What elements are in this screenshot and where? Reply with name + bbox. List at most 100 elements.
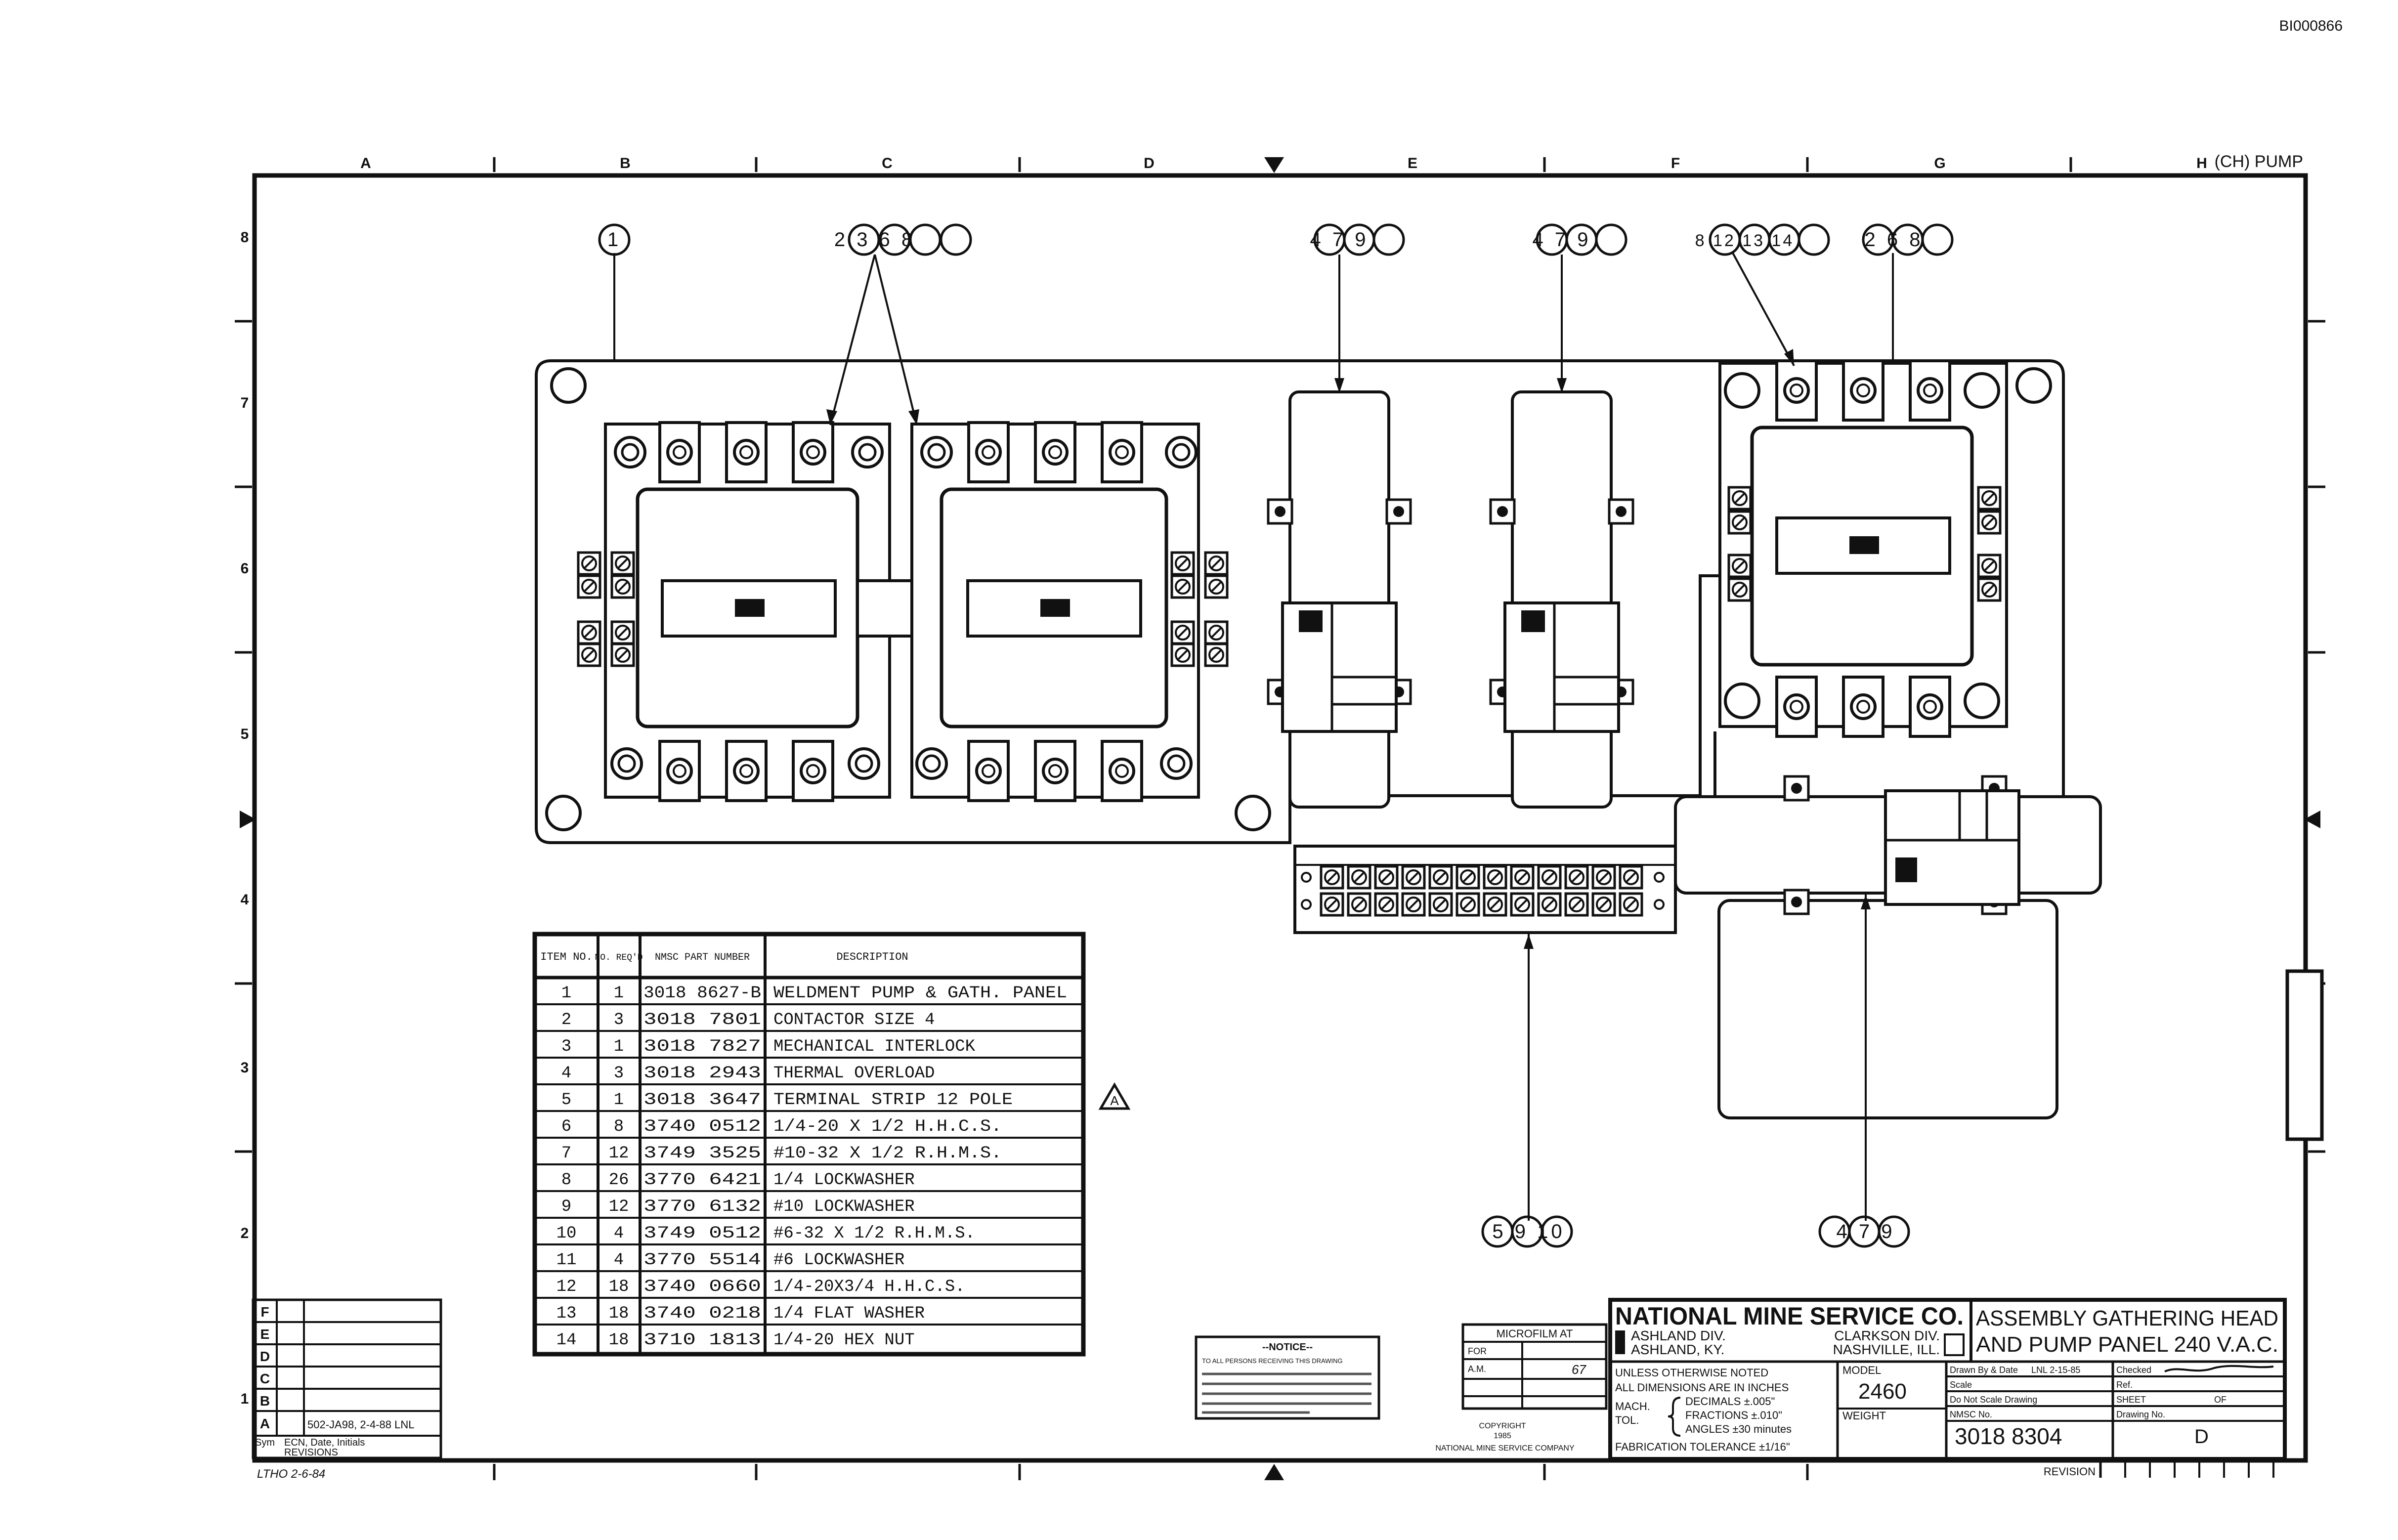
zone-row: 7 [241, 395, 249, 411]
bom-desc: #6 LOCKWASHER [773, 1251, 904, 1270]
copyright: COPYRIGHT 1985 NATIONAL MINE SERVICE COM… [1435, 1422, 1575, 1453]
bom-qty: 1 [614, 984, 624, 1003]
bom-header-desc: DESCRIPTION [836, 951, 908, 963]
bom-part: 3018 8627-B [643, 984, 761, 1003]
bom-part: 3770 6132 [643, 1198, 761, 1216]
center-mark-icon [240, 157, 2320, 1480]
bom-item: 12 [557, 1278, 577, 1296]
zone-row: 4 [241, 892, 249, 908]
bom-desc: #6-32 X 1/2 R.H.M.S. [773, 1224, 975, 1243]
div-left-1: ASHLAND DIV. [1631, 1328, 1726, 1343]
zone-rows: 8 7 6 5 4 3 2 1 [241, 229, 249, 1407]
company-name: NATIONAL MINE SERVICE CO. [1615, 1302, 1964, 1330]
bom-desc: THERMAL OVERLOAD [773, 1064, 935, 1083]
bom-part: 3740 0218 [643, 1304, 761, 1323]
drawing-no-value: D [2194, 1426, 2209, 1448]
bom-qty: 4 [614, 1251, 624, 1270]
contactor-1 [578, 423, 891, 801]
bom-header-req: NO. REQ'D [595, 953, 642, 963]
drawing-no-label: Drawing No. [2116, 1410, 2165, 1419]
bom-row: 13 18 3740 0218 1/4 FLAT WASHER [557, 1304, 925, 1323]
zone-col: E [1408, 155, 1417, 171]
nmsc-no-label: NMSC No. [1950, 1410, 1992, 1419]
bom-item: 3 [561, 1037, 571, 1056]
balloon-label: 1 [607, 229, 621, 251]
bom-qty: 3 [614, 1064, 624, 1083]
bom-part: 3770 6421 [643, 1171, 761, 1190]
terminal-strip [1293, 845, 1677, 934]
thermal-overload-2 [1491, 390, 1633, 809]
nmsc-no-value: 3018 8304 [1955, 1423, 2062, 1449]
bom-part: 3740 0660 [643, 1278, 761, 1296]
zone-row: 3 [241, 1060, 249, 1076]
contactor-3 [1718, 361, 2008, 736]
of-label: OF [2214, 1395, 2227, 1405]
tol-line-2: ALL DIMENSIONS ARE IN INCHES [1615, 1381, 1789, 1394]
balloon-label: 2 3 6 8 [834, 229, 915, 251]
bom-item: 10 [557, 1224, 577, 1243]
checked-signature [2164, 1365, 2274, 1372]
balloon-label: 4 7 9 [1310, 229, 1369, 251]
balloon-label: 4 7 9 [1533, 229, 1591, 251]
corner-label: (CH) PUMP [2215, 152, 2303, 171]
bom-desc: WELDMENT PUMP & GATH. PANEL [773, 984, 1067, 1003]
copyright-line2: 1985 [1494, 1432, 1511, 1440]
bom-item: 4 [561, 1064, 571, 1083]
bom-qty: 18 [609, 1304, 629, 1323]
bom-qty: 26 [609, 1171, 629, 1190]
drawn-by-value: LNL 2-15-85 [2031, 1365, 2080, 1375]
microfilm-initials: 67 [1572, 1362, 1586, 1377]
bom-item: 11 [557, 1251, 577, 1270]
do-not-scale: Do Not Scale Drawing [1950, 1395, 2037, 1405]
bom-desc: 1/4 LOCKWASHER [773, 1171, 915, 1190]
copyright-line1: COPYRIGHT [1479, 1422, 1526, 1430]
bom-desc: 1/4-20X3/4 H.H.C.S. [773, 1278, 965, 1296]
zone-col: F [1671, 155, 1680, 171]
rev-footer-ecn: ECN, Date, Initials [284, 1437, 365, 1448]
revision-scrawl: LTHO 2-6-84 [257, 1467, 325, 1481]
bom-part: 3018 2943 [643, 1064, 761, 1083]
microfilm-box: MICROFILM AT FOR A.M. 67 [1461, 1323, 1608, 1410]
div-right-1: CLARKSON DIV. [1834, 1328, 1940, 1343]
zone-col: A [360, 155, 371, 171]
bom-header-part: NMSC PART NUMBER [655, 952, 750, 963]
zone-col: D [1144, 155, 1155, 171]
arrowhead-icon [826, 349, 1871, 949]
sheet-label: SHEET [2116, 1395, 2146, 1405]
tol-tol: TOL. [1615, 1414, 1639, 1426]
thermal-overload-1 [1268, 390, 1411, 809]
revisions-block: F E D C B A 502-JA98, 2-4-88 LNL Sym ECN… [252, 1298, 442, 1459]
drawing-title-2: AND PUMP PANEL 240 V.A.C. [1976, 1332, 2278, 1357]
bom-part: 3018 7827 [643, 1037, 761, 1056]
balloon-label: 4 7 9 [1837, 1221, 1895, 1242]
svg-text:A: A [1110, 1093, 1119, 1108]
zone-col: C [882, 155, 893, 171]
checked-label: Checked [2116, 1365, 2151, 1375]
bom-item: 7 [561, 1144, 571, 1163]
drawing-border [252, 173, 2308, 1463]
bom-desc: CONTACTOR SIZE 4 [773, 1011, 935, 1029]
zone-row: 8 [241, 229, 249, 246]
tol-line-1: UNLESS OTHERWISE NOTED [1615, 1367, 1768, 1379]
bom-item: 13 [557, 1304, 577, 1323]
ref-label: Ref. [2116, 1380, 2133, 1390]
notice-title: --NOTICE-- [1262, 1342, 1313, 1353]
bill-of-materials: ITEM NO. NO. REQ'D NMSC PART NUMBER DESC… [532, 932, 1086, 1357]
model-label: MODEL [1842, 1364, 1881, 1376]
bom-desc: MECHANICAL INTERLOCK [773, 1037, 976, 1056]
bom-desc: 1/4 FLAT WASHER [773, 1304, 925, 1323]
notice-box: --NOTICE-- TO ALL PERSONS RECEIVING THIS… [1195, 1335, 1380, 1420]
notice-body: TO ALL PERSONS RECEIVING THIS DRAWING [1202, 1357, 1343, 1365]
revision-strip: REVISION [2044, 1459, 2274, 1478]
bom-qty: 12 [609, 1198, 629, 1216]
callout-leaders [613, 252, 1894, 1221]
contactor-2 [910, 423, 1227, 801]
bom-item: 5 [561, 1091, 571, 1110]
zone-row: 5 [241, 726, 249, 742]
